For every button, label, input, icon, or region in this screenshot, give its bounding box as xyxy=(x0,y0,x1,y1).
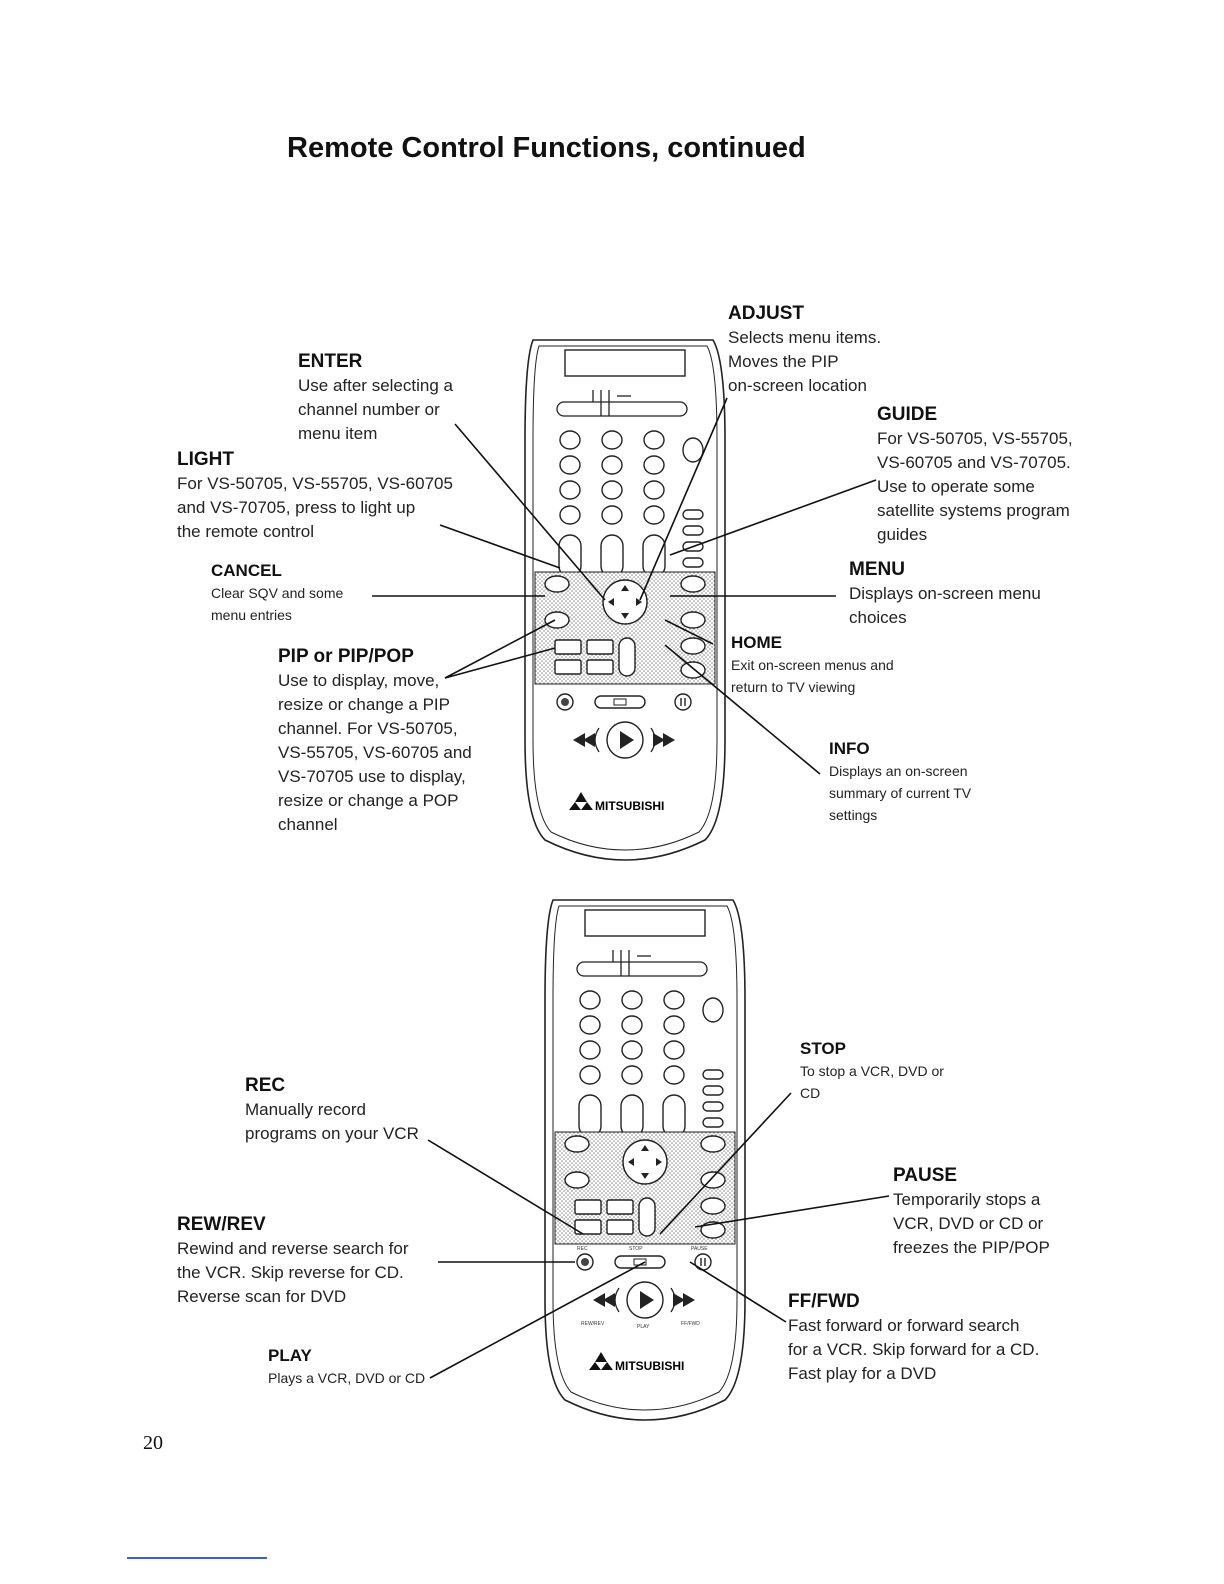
callout-pip-line: channel. For VS-50705, xyxy=(278,719,458,738)
callout-rew-line: the VCR. Skip reverse for CD. xyxy=(177,1263,404,1282)
callout-adjust-line: on-screen location xyxy=(728,376,867,395)
callout-pause: PAUSE Temporarily stops a VCR, DVD or CD… xyxy=(893,1164,1050,1260)
callout-pip-line: Use to display, move, xyxy=(278,671,440,690)
callout-menu: MENU Displays on-screen menu choices xyxy=(849,558,1041,630)
callout-rec: REC Manually record programs on your VCR xyxy=(245,1074,419,1146)
callout-rec-heading: REC xyxy=(245,1075,286,1096)
footer-rule xyxy=(127,1557,267,1559)
callout-cancel-heading: CANCEL xyxy=(211,561,282,580)
remote-label-rec: REC xyxy=(577,1246,588,1252)
callout-home-line: Exit on-screen menus and xyxy=(731,657,894,673)
callout-ff-line: Fast forward or forward search xyxy=(788,1316,1020,1335)
callout-cancel: CANCEL Clear SQV and some menu entries xyxy=(211,560,343,626)
callout-info-line: settings xyxy=(829,807,878,823)
callout-pause-line: VCR, DVD or CD or xyxy=(893,1214,1044,1233)
callout-light: LIGHT For VS-50705, VS-55705, VS-60705 a… xyxy=(177,448,453,544)
remote-label-ff: FF/FWD xyxy=(681,1321,700,1327)
remote-label-rew: REW/REV xyxy=(581,1321,605,1327)
callout-rec-line: programs on your VCR xyxy=(245,1124,419,1143)
callout-pip-heading: PIP or PIP/POP xyxy=(278,646,414,667)
callout-pause-heading: PAUSE xyxy=(893,1165,958,1186)
callout-rec-line: Manually record xyxy=(245,1100,366,1119)
callout-light-line: For VS-50705, VS-55705, VS-60705 xyxy=(177,474,453,493)
callout-enter-heading: ENTER xyxy=(298,351,363,372)
callout-play-line: Plays a VCR, DVD or CD xyxy=(268,1370,426,1386)
leader-lines-bottom xyxy=(427,1092,890,1379)
remote-label-stop: STOP xyxy=(629,1246,643,1252)
callout-menu-line: Displays on-screen menu xyxy=(849,584,1041,603)
callout-guide-line: For VS-50705, VS-55705, xyxy=(877,429,1073,448)
callout-home-heading: HOME xyxy=(731,633,782,652)
callout-info-line: Displays an on-screen xyxy=(829,763,968,779)
callout-guide-line: satellite systems program xyxy=(877,501,1070,520)
callout-adjust-line: Selects menu items. xyxy=(728,328,882,347)
callout-home-line: return to TV viewing xyxy=(731,679,856,695)
callout-stop-line: To stop a VCR, DVD or xyxy=(800,1063,944,1079)
callout-stop: STOP To stop a VCR, DVD or CD xyxy=(800,1038,944,1104)
callout-info-line: summary of current TV xyxy=(829,785,972,801)
remote-label-play: PLAY xyxy=(637,1324,650,1330)
callout-rew: REW/REV Rewind and reverse search for th… xyxy=(177,1213,409,1309)
callout-guide: GUIDE For VS-50705, VS-55705, VS-60705 a… xyxy=(877,403,1073,547)
callout-ff: FF/FWD Fast forward or forward search fo… xyxy=(788,1290,1039,1386)
callout-pip-line: resize or change a POP xyxy=(278,791,459,810)
callout-adjust: ADJUST Selects menu items. Moves the PIP… xyxy=(728,302,881,398)
callout-stop-line: CD xyxy=(800,1085,821,1101)
callout-cancel-line: menu entries xyxy=(211,607,292,623)
callout-guide-line: guides xyxy=(877,525,928,544)
callout-pip-line: VS-70705 use to display, xyxy=(278,767,466,786)
callout-adjust-heading: ADJUST xyxy=(728,303,805,324)
callout-enter-line: menu item xyxy=(298,424,378,443)
remote-bottom-brand: MITSUBISHI xyxy=(615,1359,684,1373)
callout-rew-heading: REW/REV xyxy=(177,1214,266,1235)
callout-enter-line: channel number or xyxy=(298,400,440,419)
callout-play-heading: PLAY xyxy=(268,1346,312,1365)
remote-label-pause: PAUSE xyxy=(691,1246,708,1252)
remote-bottom: MITSUBISHI REC STOP PAUSE REW/REV PLAY F… xyxy=(544,899,746,1421)
callout-guide-line: Use to operate some xyxy=(877,477,1035,496)
callout-adjust-line: Moves the PIP xyxy=(728,352,839,371)
callout-ff-line: for a VCR. Skip forward for a CD. xyxy=(788,1340,1040,1359)
callout-pause-line: Temporarily stops a xyxy=(893,1190,1041,1209)
remote-top-brand: MITSUBISHI xyxy=(595,799,664,813)
callout-home: HOME Exit on-screen menus and return to … xyxy=(731,632,894,698)
callout-cancel-line: Clear SQV and some xyxy=(211,585,344,601)
callout-ff-line: Fast play for a DVD xyxy=(788,1364,937,1383)
callout-info: INFO Displays an on-screen summary of cu… xyxy=(829,738,971,826)
callout-info-heading: INFO xyxy=(829,739,870,758)
callout-menu-heading: MENU xyxy=(849,559,905,580)
callout-enter: ENTER Use after selecting a channel numb… xyxy=(298,350,453,446)
callout-enter-line: Use after selecting a xyxy=(298,376,453,395)
callout-stop-heading: STOP xyxy=(800,1039,846,1058)
page-number: 20 xyxy=(143,1432,163,1454)
callout-play: PLAY Plays a VCR, DVD or CD xyxy=(268,1345,425,1389)
callout-menu-line: choices xyxy=(849,608,907,627)
callout-rew-line: Reverse scan for DVD xyxy=(177,1287,347,1306)
callout-light-heading: LIGHT xyxy=(177,449,234,470)
callout-ff-heading: FF/FWD xyxy=(788,1291,860,1312)
callout-pip-line: resize or change a PIP xyxy=(278,695,450,714)
callout-light-line: and VS-70705, press to light up xyxy=(177,498,416,517)
leader-lines-top xyxy=(372,397,877,775)
callout-pip-line: VS-55705, VS-60705 and xyxy=(278,743,472,762)
callout-pip-line: channel xyxy=(278,815,338,834)
callout-pip: PIP or PIP/POP Use to display, move, res… xyxy=(278,645,472,837)
callout-guide-line: VS-60705 and VS-70705. xyxy=(877,453,1071,472)
callout-light-line: the remote control xyxy=(177,522,315,541)
page-title: Remote Control Functions, continued xyxy=(287,132,806,164)
callout-pause-line: freezes the PIP/POP xyxy=(893,1238,1050,1257)
callout-guide-heading: GUIDE xyxy=(877,404,938,425)
remote-top: MITSUBISHI xyxy=(524,339,726,861)
callout-rew-line: Rewind and reverse search for xyxy=(177,1239,409,1258)
